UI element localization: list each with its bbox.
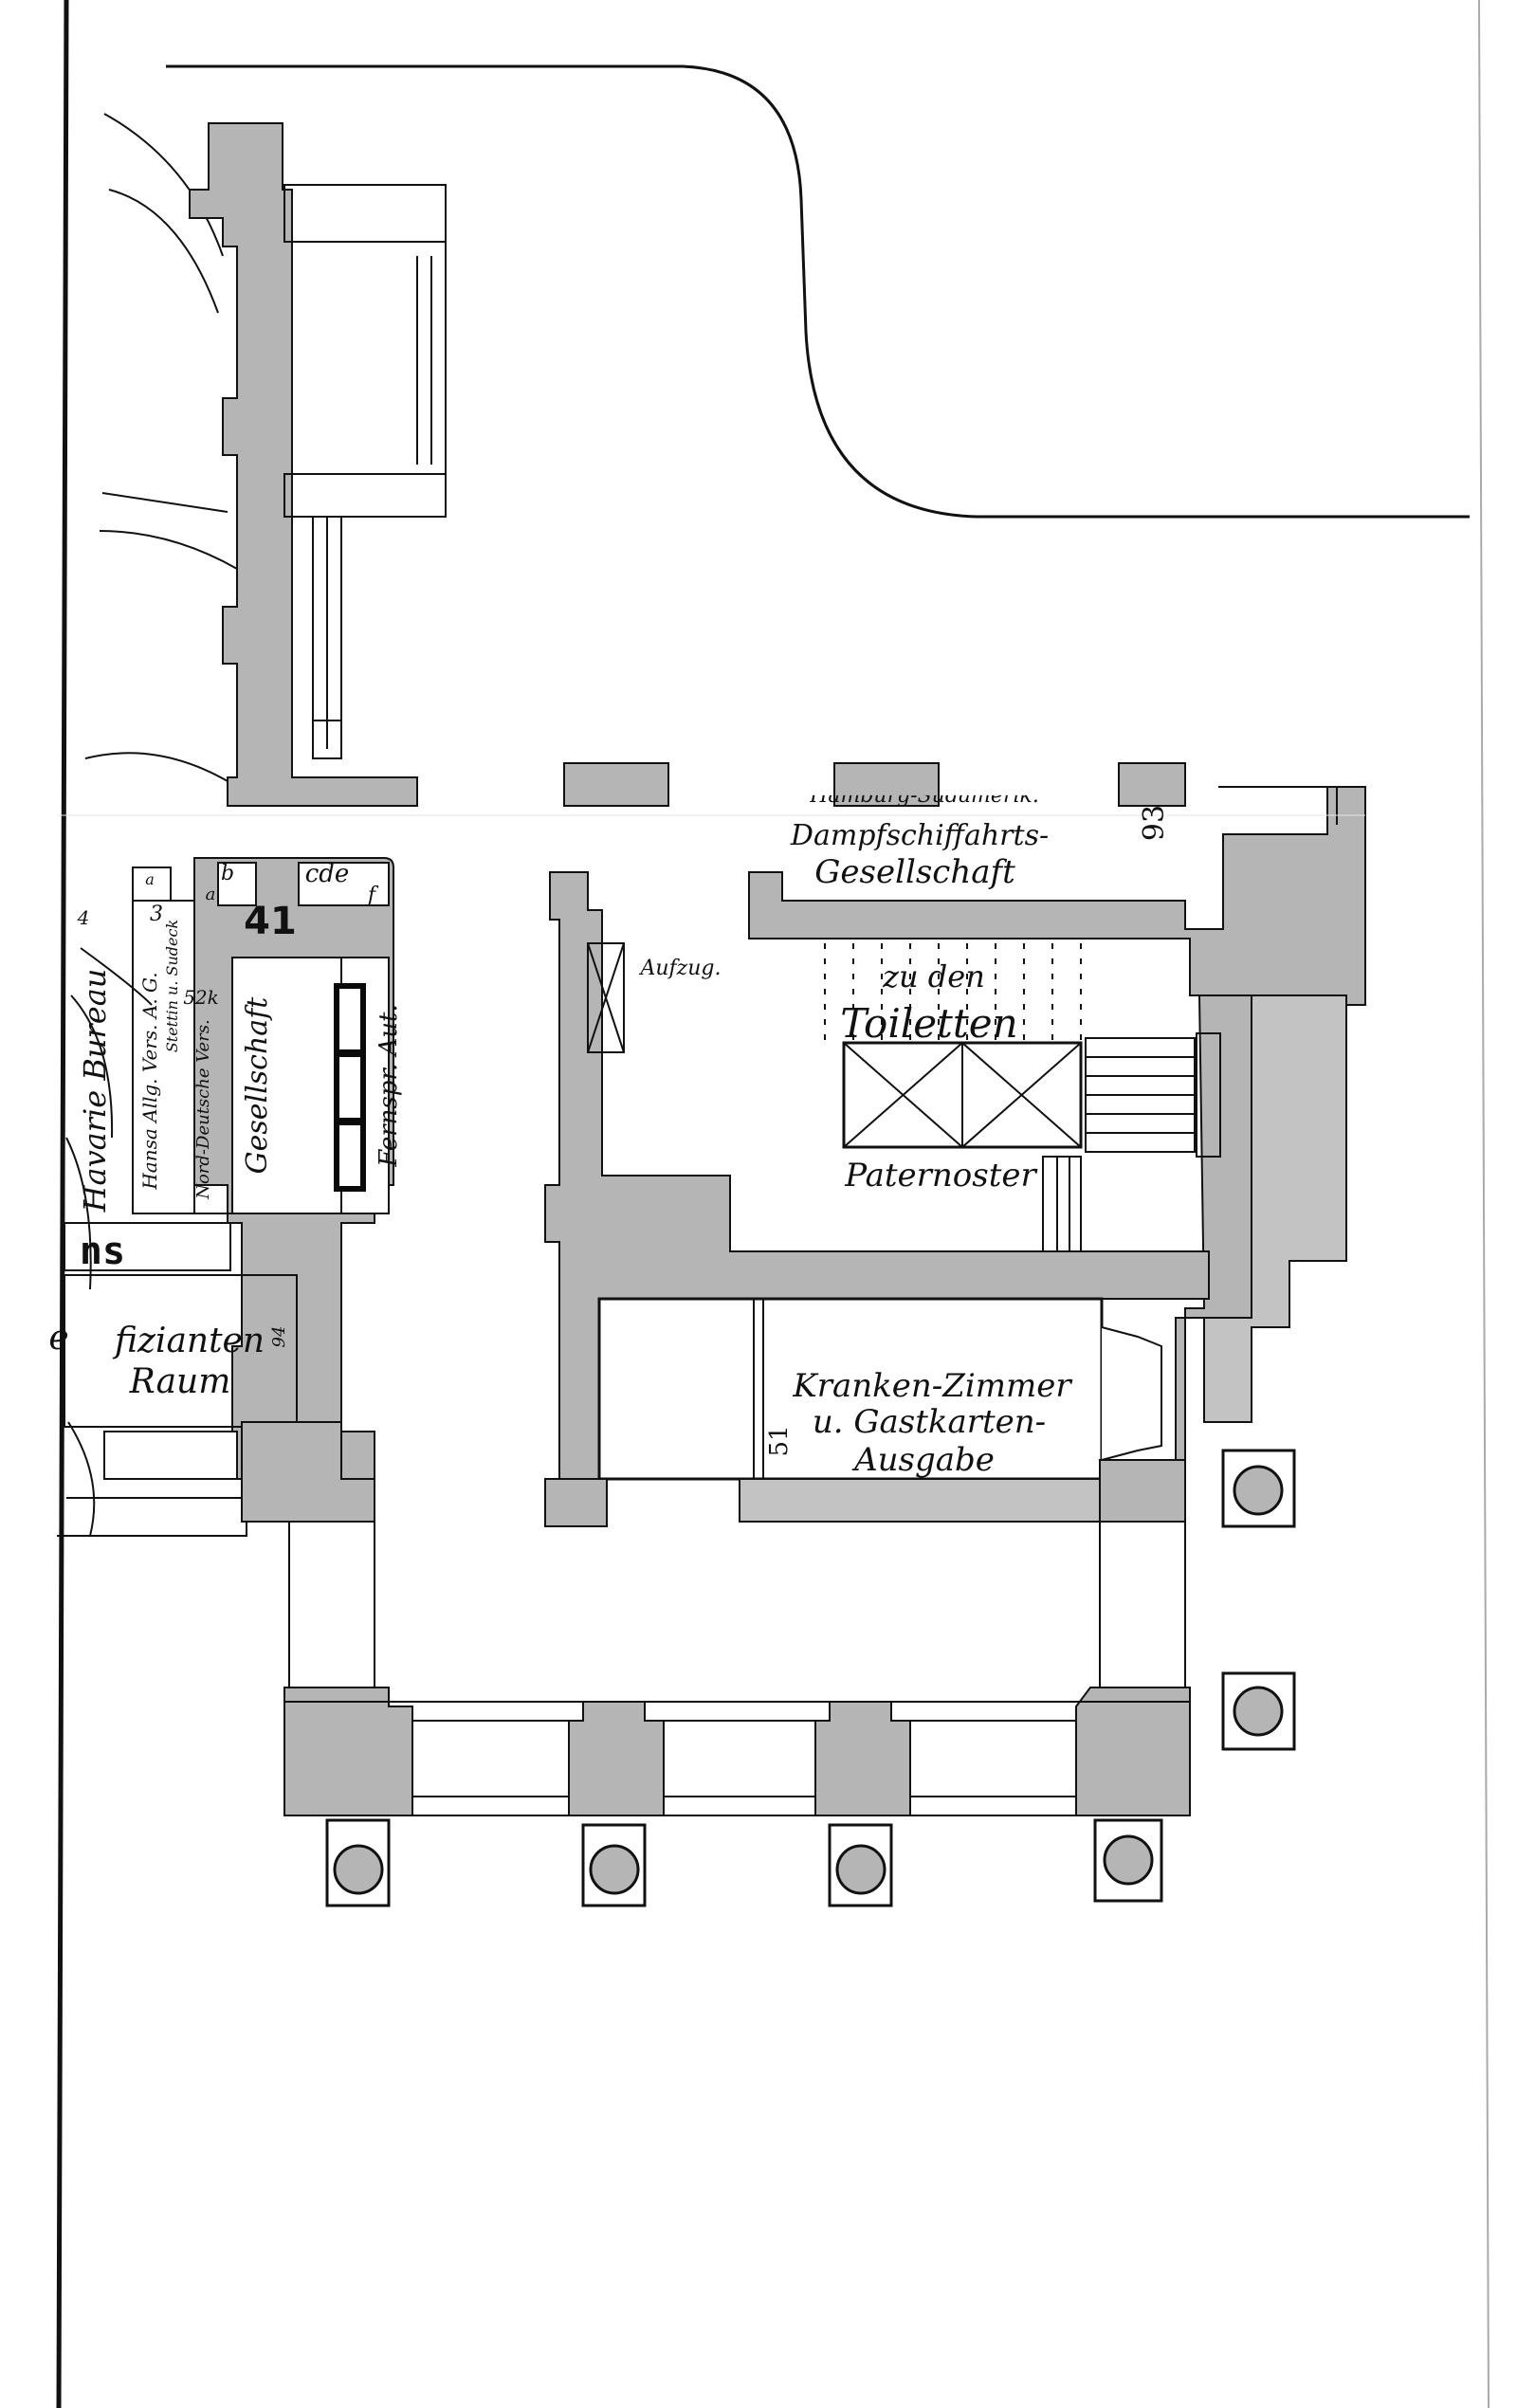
toiletten-label: Toiletten [840, 1000, 1018, 1047]
corner-label-b: b [220, 862, 235, 885]
hansa-label: Hansa Allg. Vers. A. G. [138, 972, 161, 1190]
gesellschaft-left-label: Gesellschaft [241, 996, 274, 1175]
room-number-41: 41 [244, 900, 297, 943]
corner-label-a: a [205, 885, 216, 904]
room-number-51: 51 [765, 1425, 794, 1457]
gesellschaft-top-label: Gesellschaft [814, 853, 1015, 891]
column-right-2 [1221, 1671, 1296, 1751]
kranken-zimmer-room [597, 1297, 1162, 1481]
north-wing-bay [283, 184, 447, 759]
raum-label: Raum [129, 1362, 231, 1401]
column-bottom-4 [1093, 1818, 1163, 1903]
dampfschiffahrts-label: Dampfschiffahrts- [790, 819, 1050, 852]
room-number-93: 93 [1138, 804, 1171, 842]
stettin-label: Stettin u. Sudeck [163, 919, 181, 1053]
north-wing-walls [189, 122, 418, 807]
havarie-bureau-label: Havarie Bureau [77, 968, 113, 1213]
aufzug-lift-shaft [587, 942, 625, 1053]
telephone-booths [334, 983, 366, 1192]
column-right-1 [1221, 1449, 1296, 1528]
left-adjacent-building [65, 113, 238, 1537]
south-hall-wall [241, 1421, 1186, 1703]
toiletten-area [824, 943, 1083, 1149]
ausgabe-label: Ausgabe [854, 1441, 995, 1479]
round-columns [325, 1449, 1296, 1907]
small-label-4: 4 [77, 906, 90, 929]
offizianten-e-label: e [48, 1319, 69, 1358]
gastkarten-label: u. Gastkarten- [812, 1403, 1047, 1441]
room-number-94: 94 [269, 1325, 289, 1348]
column-bottom-2 [581, 1823, 647, 1907]
hamburg-suedamerik-label: Hamburg-Südamerik. [810, 784, 1039, 808]
norddeutsche-label: Nord-Deutsche Vers. [193, 1019, 213, 1199]
paternoster-label: Paternoster [845, 1157, 1036, 1195]
small-label-a: a [145, 870, 155, 888]
paper-fold-lines [57, 786, 1366, 825]
column-bottom-3 [828, 1823, 893, 1907]
stair-treads [1042, 1032, 1221, 1252]
right-border-line [1478, 0, 1490, 2408]
aufzug-label: Aufzug. [640, 957, 722, 980]
small-label-3: 3 [150, 903, 163, 926]
column-bottom-1 [325, 1818, 391, 1907]
ns-label: ns [79, 1230, 126, 1273]
zu-den-label: zu den [883, 958, 985, 994]
offizianten-label: fizianten [114, 1322, 265, 1360]
left-border-line [56, 0, 69, 2408]
fernsprecher-label: Fernspr. Aut. [375, 1004, 403, 1167]
kranken-zimmer-label: Kranken-Zimmer [793, 1367, 1071, 1405]
courtyard-curve [166, 64, 1470, 519]
corner-labels-cde: cde [304, 860, 350, 888]
top-corridor-wall [563, 762, 1366, 1006]
small-label-52k: 52k [183, 986, 219, 1009]
corner-label-f: f [367, 884, 376, 907]
south-hall-outline [283, 1701, 1191, 1816]
